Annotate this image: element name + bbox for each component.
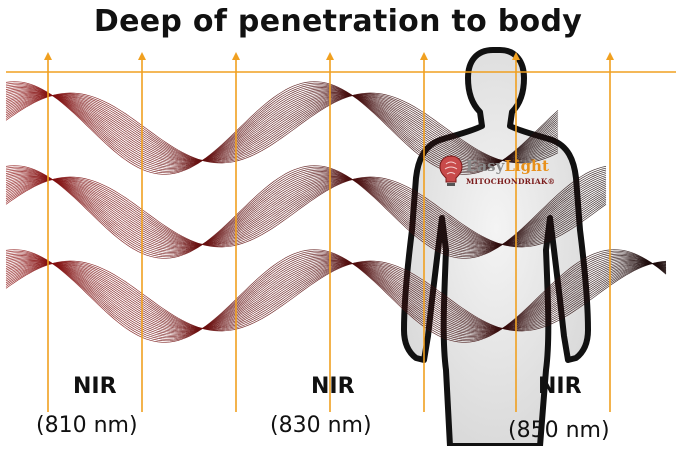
wave-bundles bbox=[6, 82, 666, 343]
brain-lightbulb-icon bbox=[438, 154, 464, 188]
label-wavelength-810: (810 nm) bbox=[36, 413, 138, 438]
label-nir-830: NIR bbox=[311, 374, 355, 399]
arrow-up-icon bbox=[44, 52, 52, 412]
logo-text: EasyLight bbox=[466, 157, 549, 175]
arrow-up-icon bbox=[326, 52, 334, 412]
label-nir-850: NIR bbox=[538, 374, 582, 399]
logo-tagline: MITOCHONDRIAK® bbox=[466, 177, 555, 186]
label-nir-810: NIR bbox=[73, 374, 117, 399]
easylight-logo: EasyLight MITOCHONDRIAK® bbox=[438, 154, 568, 192]
arrow-up-icon bbox=[606, 52, 614, 412]
page-title: Deep of penetration to body bbox=[0, 4, 676, 39]
label-wavelength-850: (850 nm) bbox=[508, 418, 610, 443]
label-wavelength-830: (830 nm) bbox=[270, 413, 372, 438]
